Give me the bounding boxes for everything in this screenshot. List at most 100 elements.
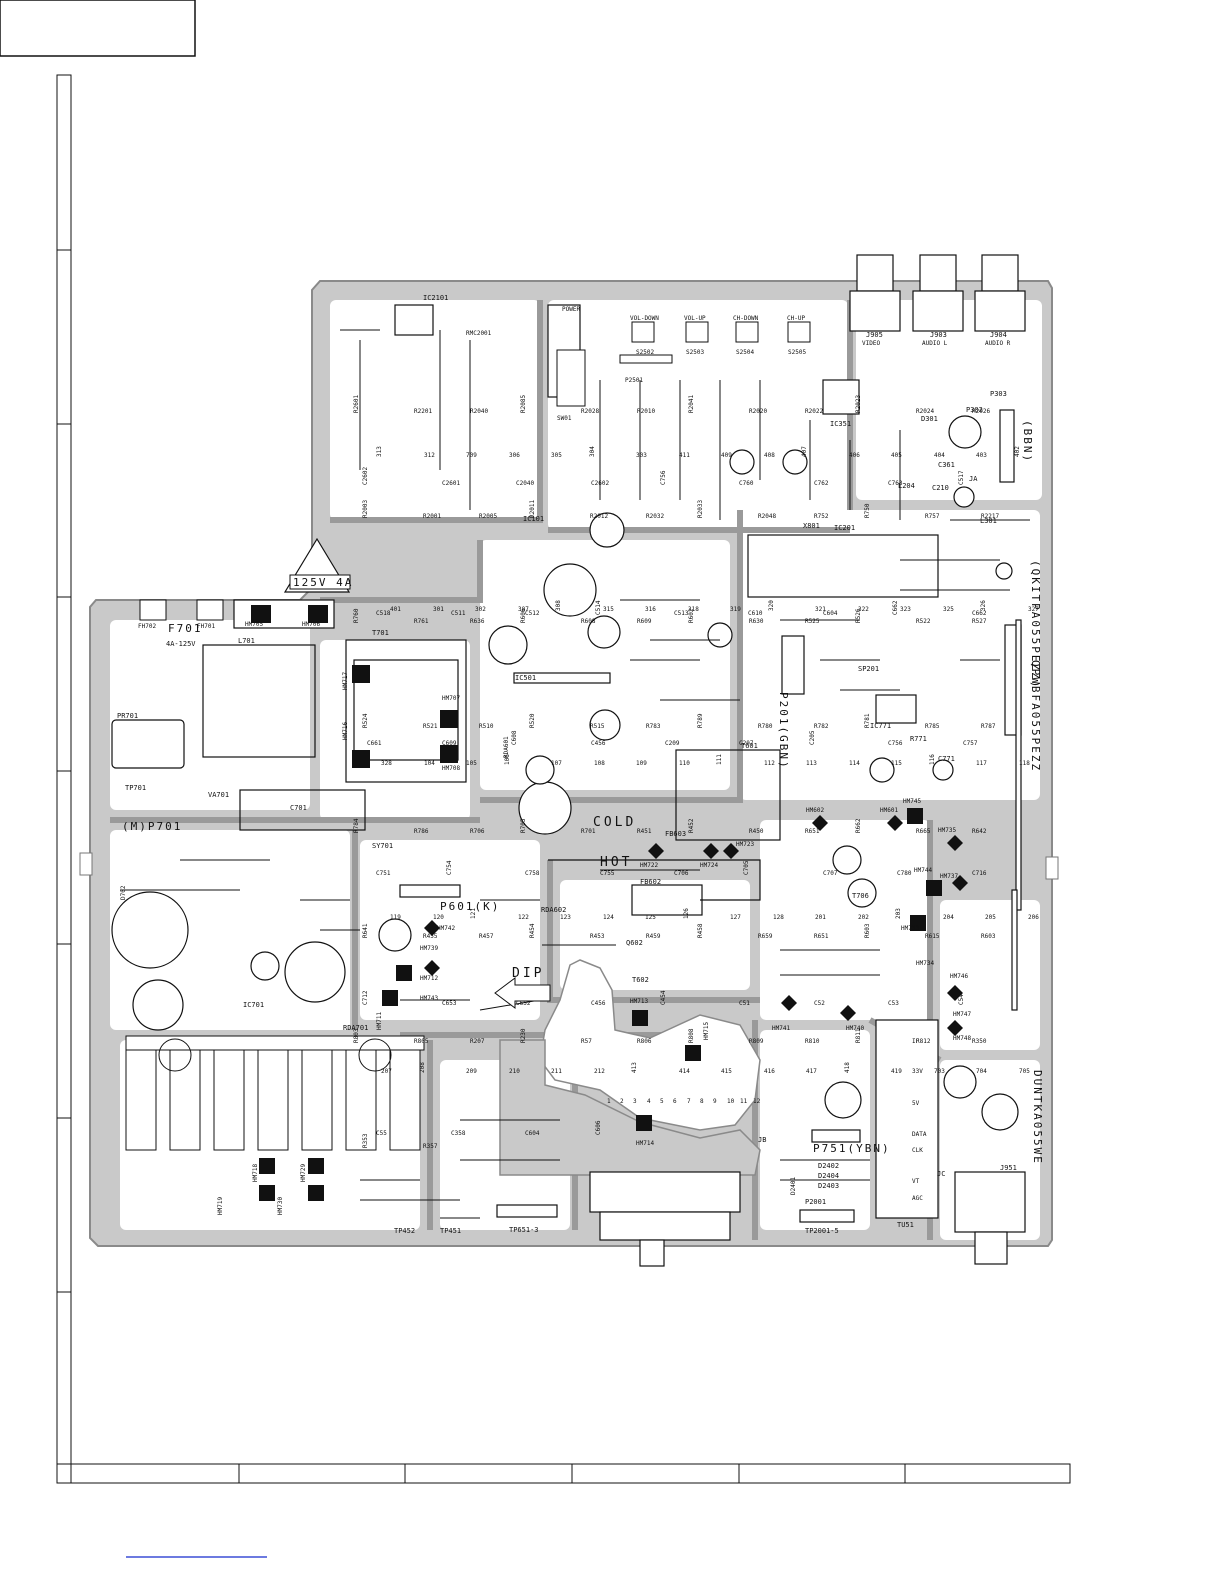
pin-number-label: 12: [753, 1098, 761, 1105]
resistor-label: R761: [414, 618, 429, 625]
pin-number-label: 3: [633, 1098, 637, 1105]
capacitor-label: C358: [451, 1130, 466, 1137]
dip-arrow: [494, 977, 551, 1009]
label-ch-up: CH-UP: [787, 315, 805, 322]
label-t602: T602: [632, 976, 649, 984]
resistor-label: R450: [749, 828, 764, 835]
jumper-number-label: 115: [891, 760, 902, 767]
capacitor-label: C707: [823, 870, 838, 877]
resistor-label: R453: [590, 933, 605, 940]
label-x801: X801: [803, 522, 820, 530]
resistor-label: R701: [581, 828, 596, 835]
resistor-label: R2217: [981, 513, 999, 520]
label-p303: P303: [990, 390, 1007, 398]
resistor-label: R787: [981, 723, 996, 730]
capacitor-label: C205: [809, 730, 816, 745]
hm-jumper-label: HM722: [640, 862, 658, 869]
hm-jumper-label: HM746: [950, 973, 968, 980]
jumper-number-label: 404: [934, 452, 945, 459]
label-ic2101: IC2101: [423, 294, 448, 302]
resistor-label: R457: [479, 933, 494, 940]
hm-jumper-label: HM734: [916, 960, 934, 967]
label-tp651: TP651-3: [509, 1226, 539, 1234]
jumper-number-label: 105: [466, 760, 477, 767]
resistor-label: R2010: [637, 408, 655, 415]
resistor-label: R786: [414, 828, 429, 835]
resistor-label: R783: [646, 723, 661, 730]
label-s2504: S2504: [736, 349, 754, 356]
jumper-number-label: 313: [376, 446, 383, 457]
resistor-label: R805: [414, 1038, 429, 1045]
capacitor-label: C762: [814, 480, 829, 487]
hm-jumper-label: HM716: [342, 722, 349, 740]
hm-jumper-label: HM729: [300, 1164, 307, 1182]
label-pwb-code: QPWBFA055PEZZ: [1029, 660, 1042, 772]
label-ic101: IC101: [523, 515, 544, 523]
resistor-label: R812: [916, 1038, 931, 1045]
jumper-number-label: 418: [844, 1062, 851, 1073]
label-cold: COLD: [593, 815, 636, 830]
resistor-label: R636: [470, 618, 485, 625]
resistor-label: R2026: [972, 408, 990, 415]
capacitor-label: C712: [362, 990, 369, 1005]
resistor-label: R811: [855, 1028, 862, 1043]
jumper-number-label: 703: [934, 1068, 945, 1075]
pcb-board: [79, 280, 1059, 1247]
jumper-number-label: 119: [390, 914, 401, 921]
jumper-number-label: 122: [518, 914, 529, 921]
capacitor-label: C456: [591, 740, 606, 747]
jumper-number-label: 323: [900, 606, 911, 613]
label-dip: DIP: [512, 966, 544, 981]
resistor-label: R602: [688, 608, 695, 623]
tuner-pin-label: 5V: [912, 1100, 920, 1107]
label-p201: P201(GBN): [777, 692, 790, 770]
capacitor-label: C653: [442, 1000, 457, 1007]
resistor-label: R603: [981, 933, 996, 940]
resistor-label: R520: [529, 713, 536, 728]
pin-number-label: 10: [727, 1098, 735, 1105]
jumper-number-label: 403: [976, 452, 987, 459]
resistor-label: R750: [864, 503, 871, 518]
pin-number-label: 8: [700, 1098, 704, 1105]
hm-jumper-label: HM745: [903, 798, 921, 805]
resistor-label: R2023: [855, 395, 862, 413]
jumper-number-label: 207: [381, 1068, 392, 1075]
capacitor-label: C609: [442, 740, 457, 747]
label-tp2001: TP2001-5: [805, 1227, 839, 1235]
hm-jumper-label: HM743: [420, 995, 438, 1002]
label-j951: J951: [1000, 1164, 1017, 1172]
capacitor-label: C2601: [442, 480, 460, 487]
label-d2402: D2402: [818, 1162, 839, 1170]
label-va701: VA701: [208, 791, 229, 799]
jumper-number-label: 415: [721, 1068, 732, 1075]
resistor-label: R2011: [529, 500, 536, 518]
jumper-number-label: 307: [518, 606, 529, 613]
resistor-label: R454: [529, 923, 536, 938]
label-ic771: IC771: [870, 722, 891, 730]
resistor-label: R608: [581, 618, 596, 625]
label-p751: P751(YBN): [813, 1142, 891, 1155]
tuner-pin-label: AGC: [912, 1195, 923, 1202]
jumper-number-label: 416: [764, 1068, 775, 1075]
label-j903-sub: AUDIO L: [922, 340, 948, 347]
label-fh701: FH701: [197, 623, 215, 630]
label-sp201: SP201: [858, 665, 879, 673]
label-s2505: S2505: [788, 349, 806, 356]
hm-jumper-label: HM744: [914, 867, 932, 874]
resistor-label: R522: [916, 618, 931, 625]
hm-jumper-label: HM747: [953, 1011, 971, 1018]
resistor-label: R780: [758, 723, 773, 730]
capacitor-label: C517: [958, 470, 965, 485]
label-power: POWER: [562, 306, 580, 313]
jumper-number-label: 201: [815, 914, 826, 921]
label-s2503: S2503: [686, 349, 704, 356]
label-fh702: FH702: [138, 623, 156, 630]
hm-jumper-label: HM735: [938, 827, 956, 834]
capacitor-label: C756: [660, 470, 667, 485]
resistor-label: R451: [637, 828, 652, 835]
label-bbn: (BBN): [1021, 420, 1034, 463]
label-rda601: RDA601: [503, 736, 510, 758]
jumper-number-label: 104: [424, 760, 435, 767]
